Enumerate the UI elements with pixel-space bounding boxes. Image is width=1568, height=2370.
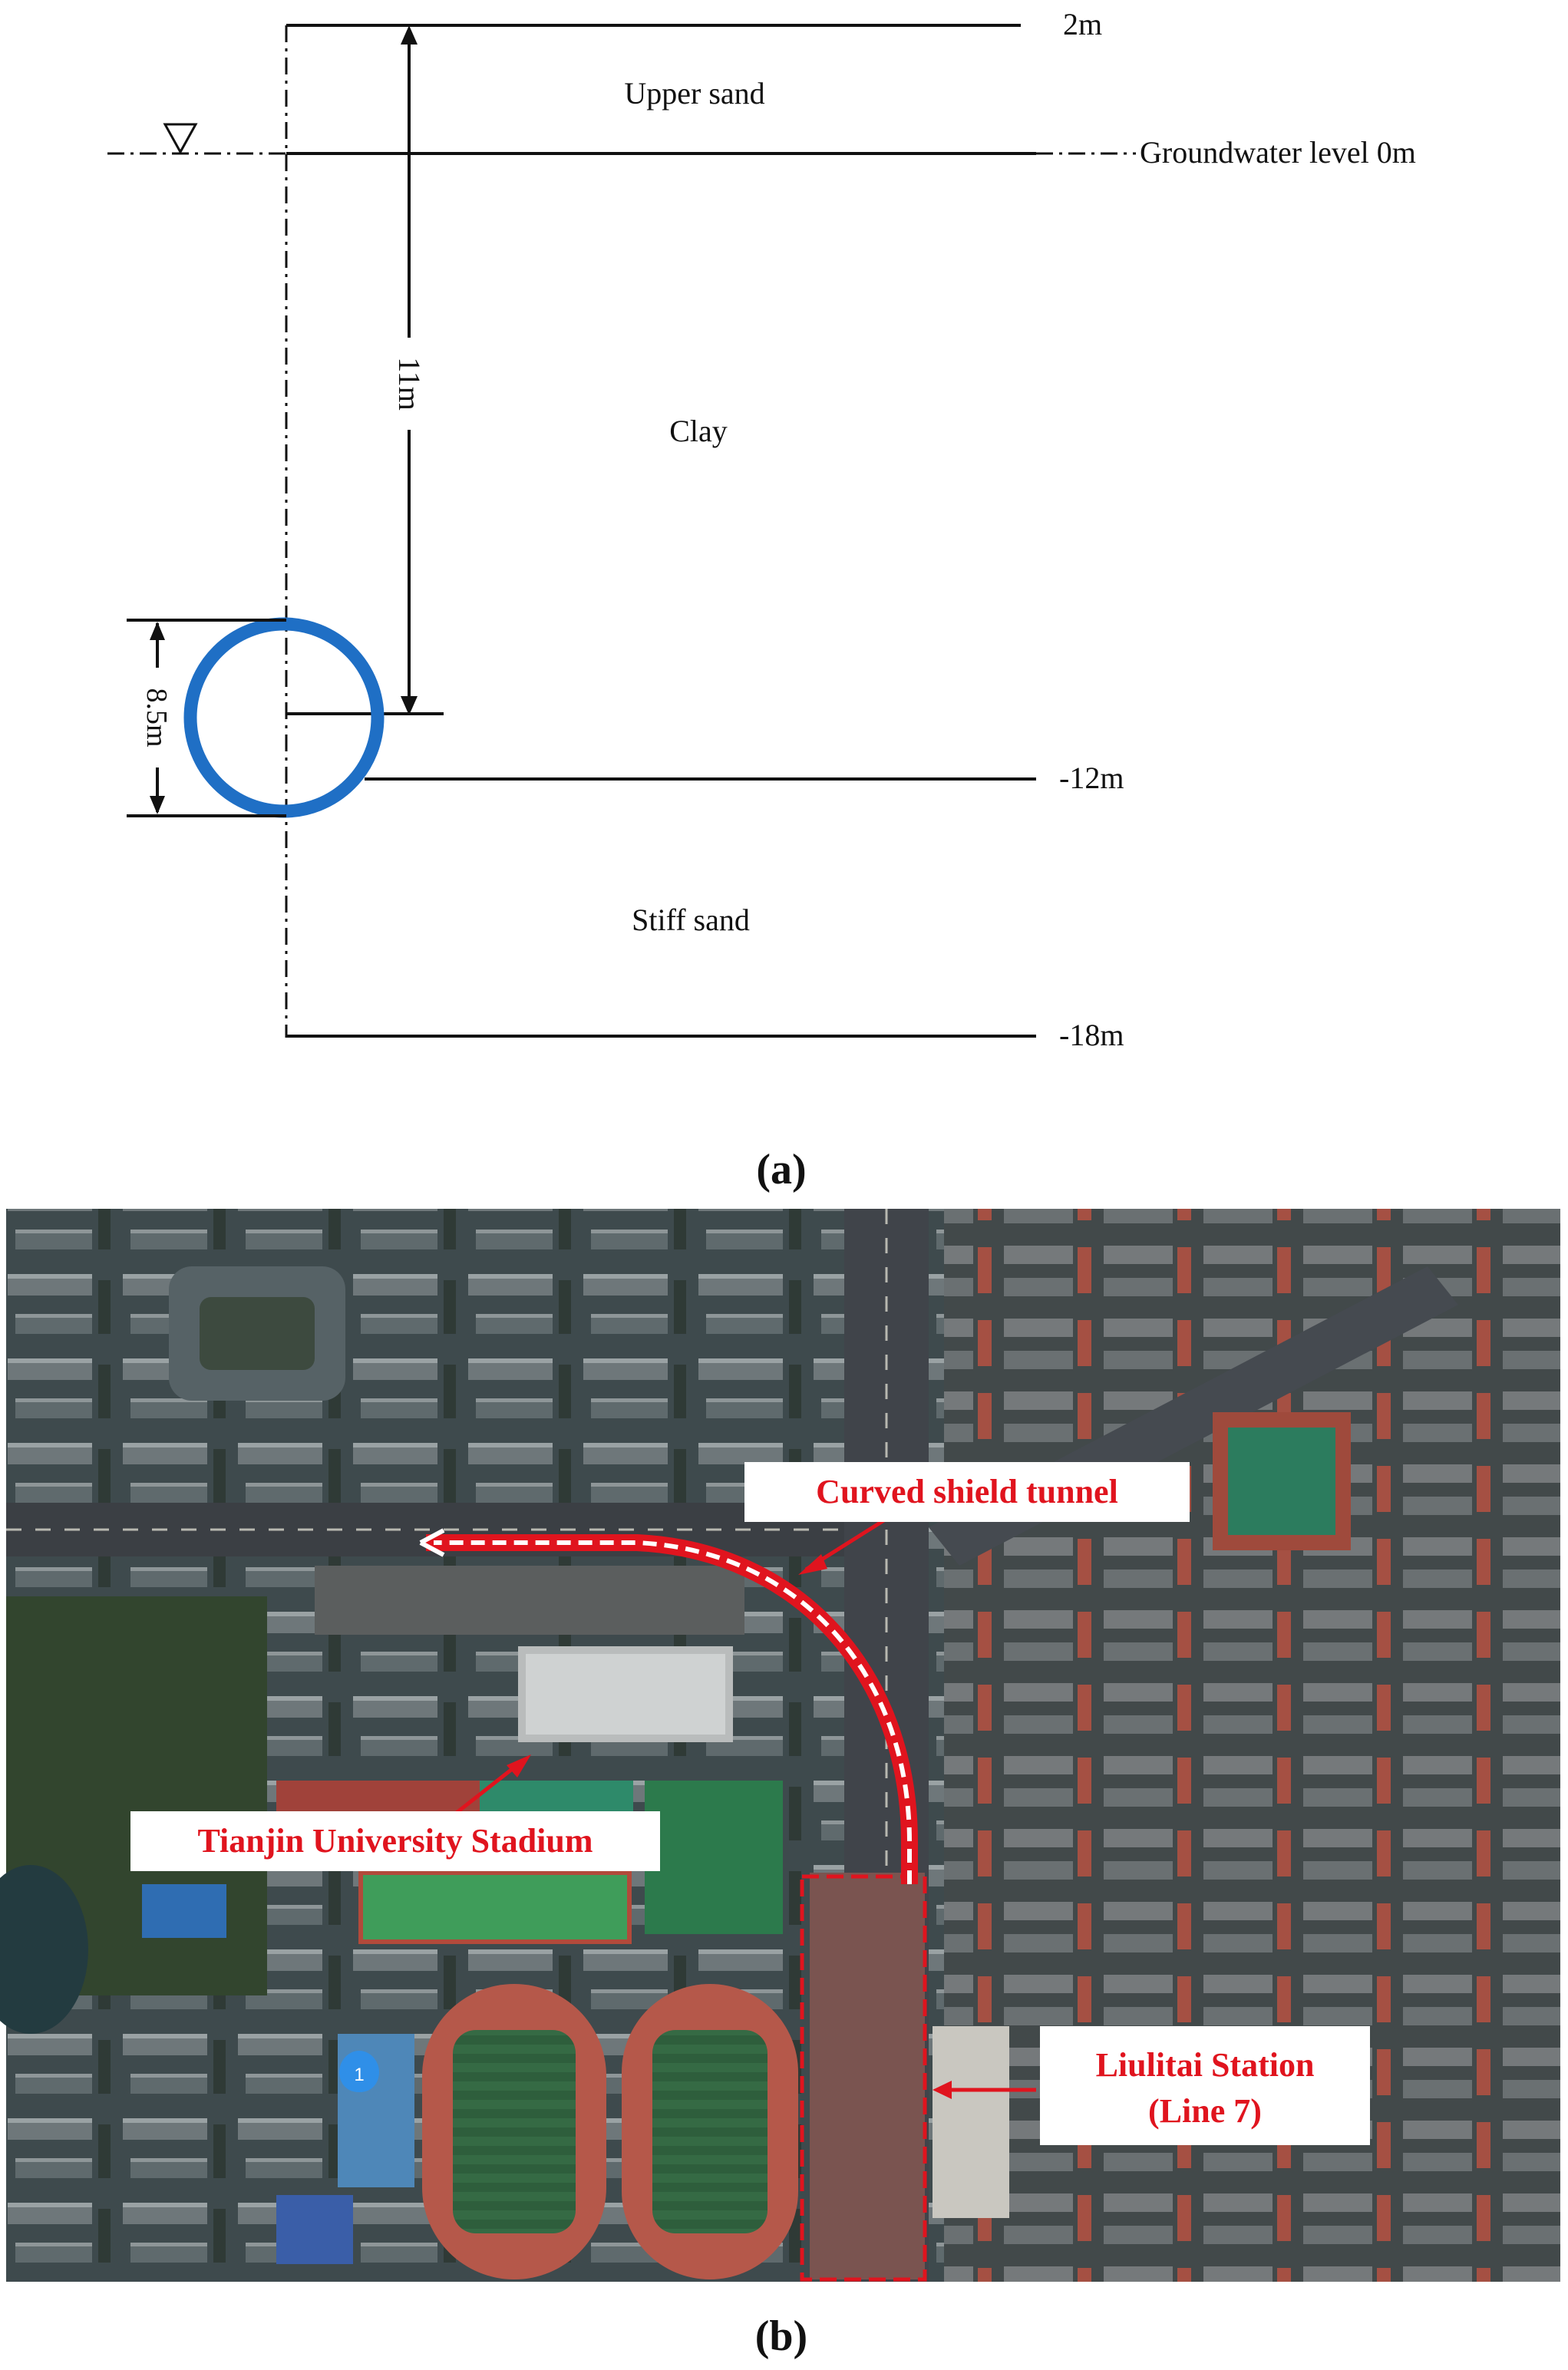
tunnel-cross-section — [183, 617, 385, 818]
depth-dimension-arrow-top — [401, 25, 418, 45]
map-blue-building — [142, 1884, 226, 1938]
stadium-label-box — [130, 1811, 660, 1871]
diameter-arrow-top — [150, 622, 165, 640]
tunnel-direction-arrow — [419, 1528, 445, 1557]
map-green-courts-3-border — [358, 1870, 632, 1944]
map-green-court-ne — [1228, 1428, 1335, 1535]
panel-a-soil-profile: 2m Groundwater level 0m -12m -18m Upper … — [107, 7, 1416, 1052]
map-pin-icon — [339, 2051, 379, 2092]
map-pin-label: 1 — [354, 2065, 364, 2085]
panel-b-caption: (b) — [755, 2312, 807, 2360]
water-level-triangle-icon — [163, 123, 198, 155]
diameter-arrow-bottom — [150, 796, 165, 814]
station-outline — [800, 1874, 927, 2282]
level-label-bottom: -18m — [1059, 1018, 1124, 1052]
tunnel-label: Curved shield tunnel — [816, 1473, 1118, 1510]
tunnel-pointer-arrowhead — [798, 1554, 827, 1575]
map-white-building — [933, 2026, 1009, 2218]
depth-dimension-arrow-bottom — [401, 696, 418, 715]
layer-label-stiff-sand: Stiff sand — [632, 903, 750, 937]
stadium-pointer-arrowhead — [507, 1754, 531, 1778]
station-label-line1: Liulitai Station — [1096, 2046, 1315, 2084]
map-field-east — [652, 2030, 767, 2233]
station-label-line2: (Line 7) — [1148, 2092, 1262, 2130]
depth-dimension-label: 11m — [392, 357, 427, 411]
map-field-west — [453, 2030, 576, 2233]
map-station-area — [810, 1873, 925, 2279]
map-green-courts-3 — [361, 1873, 629, 1942]
map-courtyard-inner — [200, 1297, 315, 1370]
level-label-clay-bottom: -12m — [1059, 761, 1124, 795]
panel-a-caption: (a) — [756, 1146, 806, 1193]
station-label-box — [1040, 2026, 1370, 2145]
level-label-groundwater: Groundwater level 0m — [1140, 135, 1416, 170]
layer-label-clay: Clay — [669, 414, 728, 448]
map-pond — [0, 1865, 88, 2034]
stadium-label: Tianjin University Stadium — [197, 1822, 593, 1860]
station-pointer-arrowhead — [933, 2081, 952, 2099]
layer-label-upper-sand: Upper sand — [624, 76, 764, 111]
map-plaza — [315, 1566, 744, 1635]
map-green-courts-2 — [645, 1781, 783, 1934]
diameter-label: 8.5m — [140, 688, 173, 747]
tunnel-label-box — [744, 1462, 1190, 1522]
map-blue-court — [276, 2195, 353, 2264]
level-label-top: 2m — [1063, 7, 1102, 41]
curved-shield-tunnel-centre — [434, 1540, 912, 1884]
map-stadium-roof-inner — [526, 1654, 725, 1735]
panel-b-aerial-map: Curved shield tunnel Tianjin University … — [0, 1209, 1560, 2282]
